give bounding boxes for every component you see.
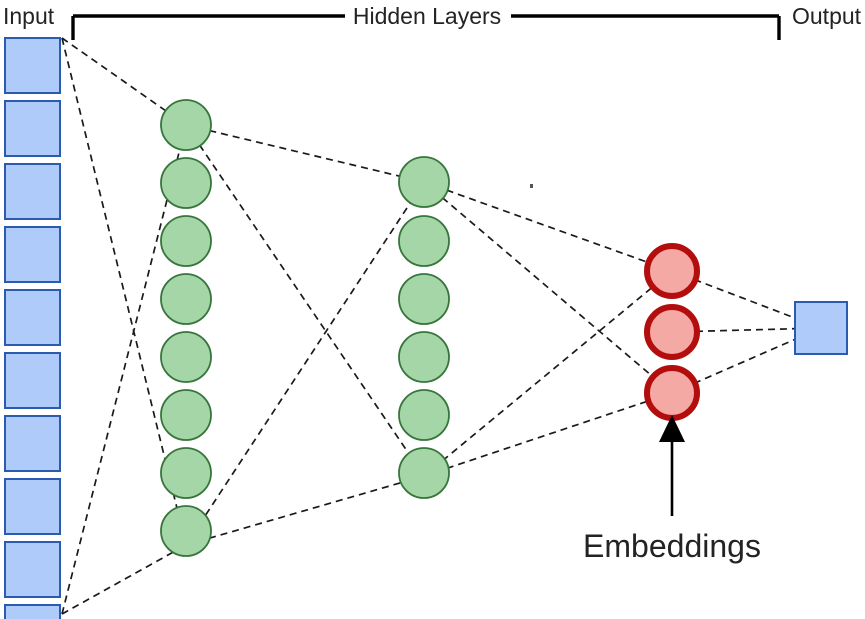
hidden-node[interactable] — [160, 157, 212, 209]
embedding-layer — [644, 243, 700, 421]
hidden-node[interactable] — [160, 389, 212, 441]
hidden-node[interactable] — [398, 156, 450, 208]
hidden-node[interactable] — [398, 447, 450, 499]
hidden-node[interactable] — [398, 389, 450, 441]
hidden-layers-bracket — [71, 14, 781, 40]
input-layer — [4, 37, 61, 619]
edge-group-hidden2-to-embeddings — [423, 181, 673, 477]
hidden-node[interactable] — [398, 273, 450, 325]
input-node[interactable] — [4, 37, 61, 94]
edge-hidden1-hidden2 — [185, 181, 425, 546]
edge-input-hidden1 — [61, 124, 187, 615]
input-node[interactable] — [4, 226, 61, 283]
hidden-node[interactable] — [160, 215, 212, 267]
input-node[interactable] — [4, 163, 61, 220]
output-layer — [794, 301, 848, 355]
hidden-node[interactable] — [398, 215, 450, 267]
edge-hidden2-embedding — [423, 181, 673, 272]
embedding-node[interactable] — [644, 365, 700, 421]
edge-hidden2-embedding — [423, 270, 673, 477]
input-node[interactable] — [4, 289, 61, 346]
input-node[interactable] — [4, 541, 61, 598]
edge-hidden1-hidden2 — [185, 124, 425, 477]
hidden-layers-label: Hidden Layers — [353, 3, 501, 29]
input-label: Input — [3, 3, 55, 29]
hidden-node[interactable] — [160, 505, 212, 557]
embedding-node[interactable] — [644, 243, 700, 299]
arrow-head-icon — [659, 415, 685, 442]
hidden-node[interactable] — [160, 331, 212, 383]
hidden-node[interactable] — [160, 273, 212, 325]
embeddings-annotation-arrow — [659, 415, 685, 516]
input-node[interactable] — [4, 604, 61, 619]
hidden-node[interactable] — [160, 99, 212, 151]
input-node[interactable] — [4, 415, 61, 472]
edge-input-hidden1 — [61, 544, 187, 615]
hidden-layer-1 — [160, 99, 212, 557]
output-node[interactable] — [794, 301, 848, 355]
edge-hidden2-embedding — [423, 392, 673, 477]
hidden-node[interactable] — [398, 331, 450, 383]
edge-hidden1-hidden2 — [185, 475, 425, 546]
input-node[interactable] — [4, 478, 61, 535]
stray-artifact-dot — [530, 184, 533, 188]
edge-group-hidden1-to-hidden2 — [185, 124, 425, 546]
edge-hidden2-embedding — [423, 181, 673, 394]
hidden-layer-2 — [398, 156, 450, 499]
edge-hidden1-hidden2 — [185, 124, 425, 183]
output-label: Output — [792, 3, 862, 29]
input-node[interactable] — [4, 100, 61, 157]
embeddings-label: Embeddings — [583, 528, 761, 564]
hidden-node[interactable] — [160, 447, 212, 499]
embedding-node[interactable] — [644, 304, 700, 360]
input-node[interactable] — [4, 352, 61, 409]
